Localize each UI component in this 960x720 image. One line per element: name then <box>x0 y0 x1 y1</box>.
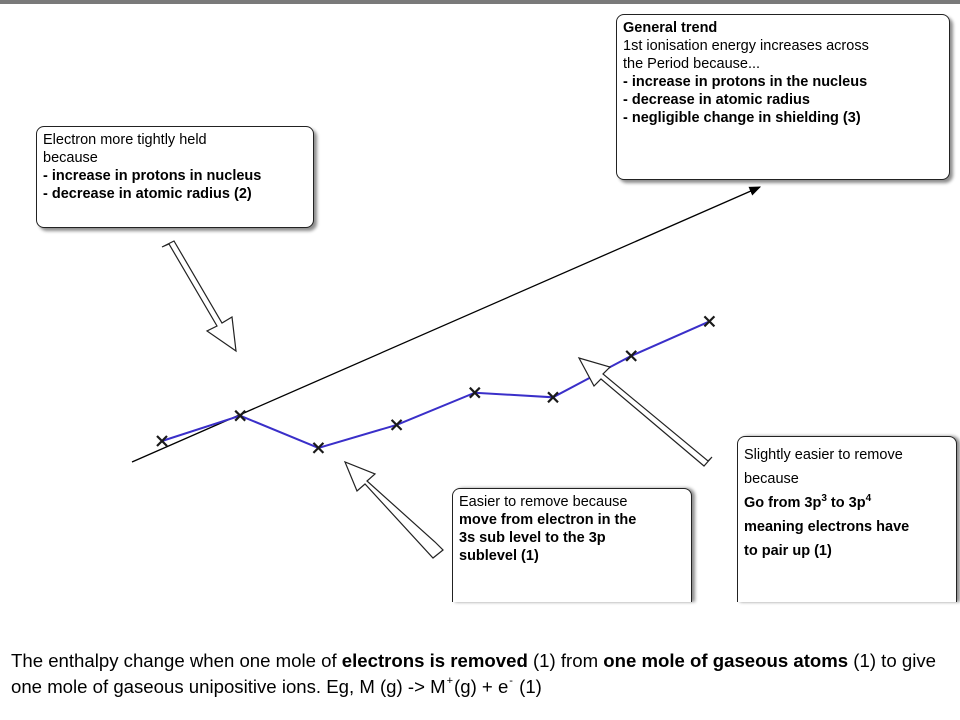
data-point-marker-7 <box>625 350 637 362</box>
data-point-marker-3 <box>312 442 325 454</box>
ionisation-energy-diagram <box>131 186 762 559</box>
def-t4: (g) + e <box>454 676 509 697</box>
data-point-marker-5 <box>469 386 481 399</box>
def-t2: (1) from <box>527 650 604 671</box>
general-trend-point1: - increase in protons in the nucleus <box>623 74 868 90</box>
go-from-text: Go from 3p <box>744 495 822 511</box>
data-point-marker-2 <box>234 409 246 422</box>
data-point-marker-1 <box>156 435 168 447</box>
general-trend-note: General trend 1st ionisation energy incr… <box>616 14 950 180</box>
hollow-arrow-down <box>161 240 237 353</box>
slightly-easier-line1: Slightly easier to remove <box>744 447 903 463</box>
tightly-held-line1: Electron more tightly held <box>43 132 207 148</box>
series-line <box>161 320 710 449</box>
easier-remove-note: Easier to remove because move from elect… <box>452 488 692 602</box>
def-b2: one mole of gaseous atoms <box>603 650 849 671</box>
data-point-marker-8 <box>703 315 716 328</box>
general-trend-title: General trend <box>623 20 718 36</box>
sup-4: 4 <box>865 493 872 504</box>
tightly-held-point1: - increase in protons in nucleus <box>43 168 262 184</box>
data-point-marker-6 <box>547 391 559 404</box>
data-markers <box>156 315 716 454</box>
hollow-arrow-up-left-1 <box>343 460 444 559</box>
def-t3: (1) to give one mole of gaseous uniposit… <box>11 650 936 697</box>
easier-remove-line1: Easier to remove because <box>459 494 628 510</box>
slightly-easier-line2: because <box>744 471 799 487</box>
slightly-easier-bold3: to pair up (1) <box>744 543 832 559</box>
slightly-easier-note: Slightly easier to remove because Go fro… <box>737 436 957 602</box>
top-border <box>0 0 960 4</box>
def-b1: electrons is removed <box>341 650 528 671</box>
general-trend-point3: - negligible change in shielding (3) <box>623 110 861 126</box>
tightly-held-line2: because <box>43 150 98 166</box>
easier-remove-bold2: 3s sub level to the 3p <box>459 530 606 546</box>
definition-text: The enthalpy change when one mole of ele… <box>11 648 956 703</box>
tightly-held-point2: - decrease in atomic radius (2) <box>43 186 252 202</box>
slightly-easier-bold2: meaning electrons have <box>744 519 910 535</box>
general-trend-point2: - decrease in atomic radius <box>623 92 810 108</box>
sup-3: 3 <box>821 493 827 504</box>
easier-remove-bold3: sublevel (1) <box>459 548 539 564</box>
def-t1: The enthalpy change when one mole of <box>11 650 342 671</box>
hollow-arrow-up-left-2 <box>577 357 713 467</box>
slightly-easier-config: Go from 3p3 to 3p4 <box>744 491 950 515</box>
to-text: to 3p <box>826 495 866 511</box>
general-trend-line2: the Period because... <box>623 56 761 72</box>
data-point-marker-4 <box>390 419 403 431</box>
easier-remove-bold1: move from electron in the <box>459 512 637 528</box>
general-trend-line1: 1st ionisation energy increases across <box>623 38 869 54</box>
def-t5: (1) <box>513 676 542 697</box>
sup-minus: - <box>509 675 513 687</box>
tightly-held-note: Electron more tightly held because - inc… <box>36 126 314 228</box>
sup-plus: + <box>446 675 454 687</box>
